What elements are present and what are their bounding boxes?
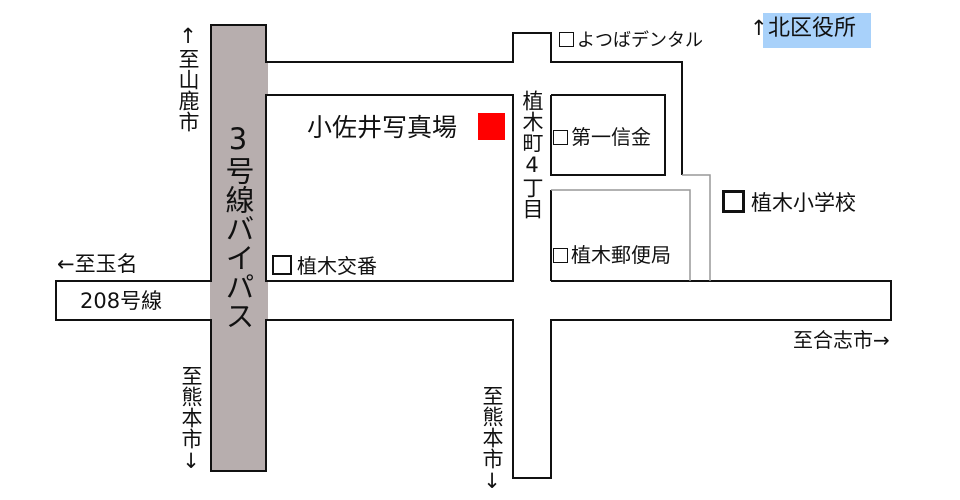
to-yamaga-label: ↑至山鹿市	[176, 24, 200, 132]
to-kumamoto-right-label: 至熊本市↓	[480, 385, 504, 493]
route3-bypass	[210, 24, 267, 472]
post-office-name: 植木郵便局	[571, 243, 671, 267]
to-kumamoto-left-label: 至熊本市↓	[179, 365, 203, 473]
bank-name: 第一信金	[571, 125, 651, 149]
building-icon	[559, 32, 574, 47]
school-name: 植木小学校	[751, 191, 856, 215]
side-lane	[682, 174, 711, 281]
post-office-block	[551, 189, 691, 281]
bypass-junction-main	[210, 282, 268, 319]
dental-name: よつばデンタル	[577, 30, 703, 51]
route208-right-upper-edge	[266, 280, 892, 479]
school-label: 植木小学校	[722, 190, 856, 214]
top-road-upper-edge	[266, 32, 683, 175]
post-office-label: 植木郵便局	[553, 245, 671, 265]
route208-label: 208号線	[80, 289, 163, 313]
police-box-name: 植木交番	[297, 254, 377, 278]
to-koshi-label: 至合志市→	[793, 328, 890, 352]
building-icon	[272, 255, 292, 275]
to-tamana-label: ←至玉名	[57, 252, 138, 276]
bank-label: 第一信金	[553, 127, 651, 147]
bypass-junction-top	[212, 63, 268, 94]
ward-office-highlight	[763, 13, 871, 48]
top-road-lower-edge	[266, 94, 514, 282]
route208-left-segment	[55, 280, 211, 321]
studio-label: 小佐井写真場	[307, 113, 458, 142]
bypass-label: 3号線バイパス	[221, 122, 255, 330]
studio-marker	[478, 113, 505, 140]
building-icon	[553, 248, 568, 263]
bank-block	[550, 94, 666, 176]
ward-office-arrow: ↑	[750, 16, 768, 40]
building-icon	[553, 130, 568, 145]
building-icon	[722, 190, 745, 213]
dental-label: よつばデンタル	[559, 32, 703, 50]
ward-office-label: 北区役所	[768, 16, 857, 41]
police-box-label: 植木交番	[272, 255, 377, 276]
town-label: 植木町4丁目	[520, 90, 544, 219]
